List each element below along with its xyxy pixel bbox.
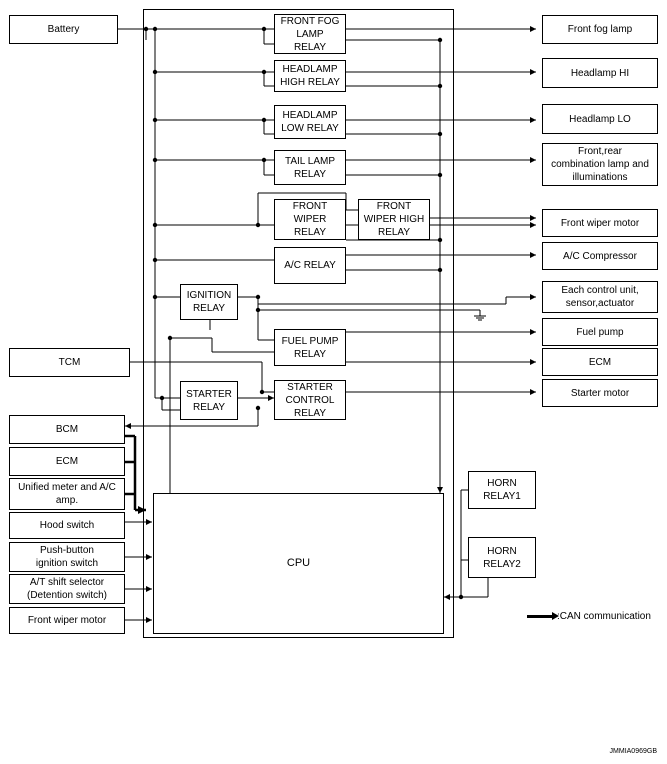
starter-motor-box: Starter motor — [542, 379, 658, 407]
headlamp-low-relay: HEADLAMP LOW RELAY — [274, 105, 346, 139]
tcm-box: TCM — [9, 348, 130, 377]
figure-code: JMMIA0969GB — [609, 748, 657, 755]
front-wiper-relay: FRONT WIPER RELAY — [274, 199, 346, 240]
headlamp-hi-box: Headlamp HI — [542, 58, 658, 88]
control-unit-box: Each control unit, sensor,actuator — [542, 281, 658, 313]
ipdm-frame — [143, 9, 454, 638]
fuel-pump-relay: FUEL PUMP RELAY — [274, 329, 346, 366]
at-shift-box: A/T shift selector (Detention switch) — [9, 574, 125, 604]
starter-control-relay: STARTER CONTROL RELAY — [274, 380, 346, 420]
ac-relay: A/C RELAY — [274, 247, 346, 284]
front-wiper-motor-input-box: Front wiper motor — [9, 607, 125, 634]
can-legend-label: :CAN communication — [557, 611, 651, 622]
starter-relay: STARTER RELAY — [180, 381, 238, 420]
can-legend: :CAN communication — [527, 611, 651, 622]
headlamp-high-relay: HEADLAMP HIGH RELAY — [274, 60, 346, 92]
push-button-box: Push-button ignition switch — [9, 542, 125, 572]
tail-lamp-relay: TAIL LAMP RELAY — [274, 150, 346, 185]
meter-box: Unified meter and A/C amp. — [9, 478, 125, 510]
battery-box: Battery — [9, 15, 118, 44]
headlamp-lo-box: Headlamp LO — [542, 104, 658, 134]
horn-relay2: HORN RELAY2 — [468, 537, 536, 578]
fuel-pump-box: Fuel pump — [542, 318, 658, 346]
ecm-output-box: ECM — [542, 348, 658, 376]
bcm-box: BCM — [9, 415, 125, 444]
can-arrow-icon — [527, 612, 559, 620]
horn-relay1: HORN RELAY1 — [468, 471, 536, 509]
ecm-input-box: ECM — [9, 447, 125, 476]
cpu-box: CPU — [153, 493, 444, 634]
ac-compressor-box: A/C Compressor — [542, 242, 658, 270]
hood-switch-box: Hood switch — [9, 512, 125, 539]
ignition-relay: IGNITION RELAY — [180, 284, 238, 320]
front-fog-lamp-relay: FRONT FOG LAMP RELAY — [274, 14, 346, 54]
combination-lamp-box: Front,rear combination lamp and illumina… — [542, 143, 658, 186]
front-fog-lamp-box: Front fog lamp — [542, 15, 658, 44]
front-wiper-high-relay: FRONT WIPER HIGH RELAY — [358, 199, 430, 240]
front-wiper-motor-box: Front wiper motor — [542, 209, 658, 237]
